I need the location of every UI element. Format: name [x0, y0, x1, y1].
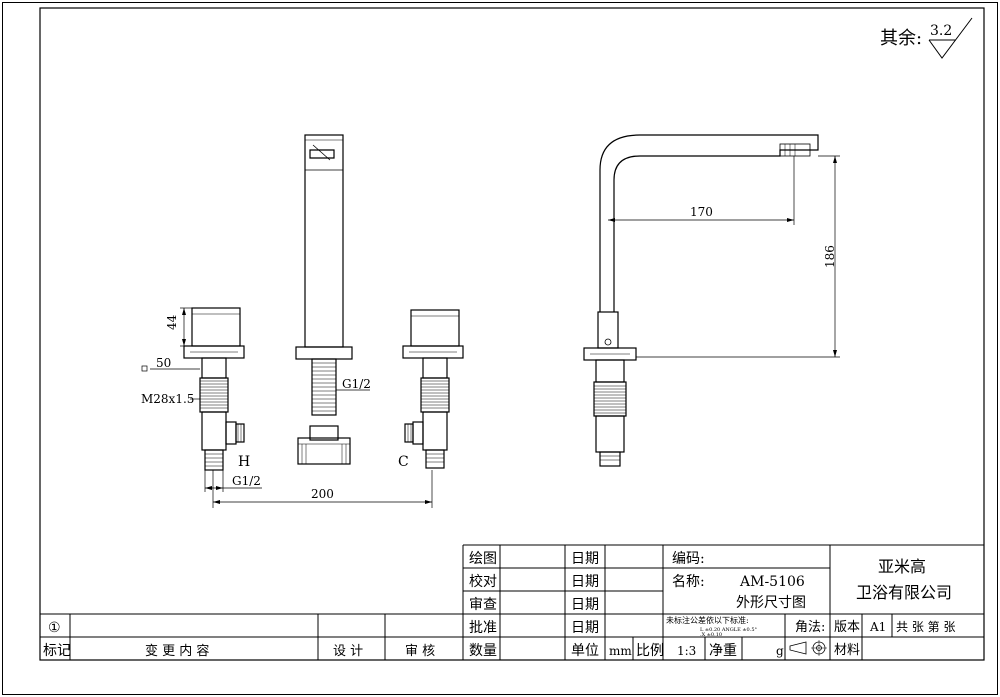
tb-audit: 审 核: [405, 644, 435, 659]
roughness-value: 3.2: [930, 23, 952, 39]
spout-side-threads: [594, 385, 626, 461]
tb-weight-unit: g: [776, 644, 784, 658]
drawing-frame: [39, 7, 985, 661]
tb-date-1: 日期: [571, 551, 599, 567]
spout-side-view: [583, 134, 819, 467]
tb-change: 变 更 内 容: [145, 643, 209, 659]
tb-checked: 校对: [469, 573, 497, 590]
tb-tolerance-title: 未标注公差依以下标准:: [666, 615, 749, 625]
tb-revision-mark: ①: [48, 620, 61, 636]
dim-186: 186: [823, 245, 837, 268]
tb-unit: 单位: [571, 643, 599, 659]
projection-symbol: [789, 640, 827, 656]
tb-date-2: 日期: [571, 574, 599, 590]
center-spout-threads: [301, 362, 347, 464]
tb-material: 材料: [834, 643, 860, 658]
tb-unit-val: mm: [609, 644, 632, 658]
tb-company-2: 卫浴有限公司: [856, 583, 952, 602]
tb-design: 设 计: [333, 644, 363, 659]
tb-drawing-title: 外形尺寸图: [736, 595, 806, 611]
hot-handle: [183, 307, 245, 471]
dimension-lines: [141, 155, 840, 508]
title-block-grid: [40, 544, 984, 660]
dimension-arrows: [182, 156, 837, 504]
dim-170: 170: [690, 205, 713, 219]
dim-g12-left: G1/2: [232, 474, 261, 488]
tb-tolerance-row2: .X ±0.10: [700, 632, 722, 638]
tb-code: 编码:: [672, 551, 705, 567]
roughness-symbol: [928, 17, 973, 59]
dim-44: 44: [165, 314, 179, 330]
tb-version-val: A1: [869, 620, 886, 634]
roughness-label: 其余:: [880, 28, 922, 49]
cold-handle-threads: [407, 380, 449, 463]
hot-handle-threads: [200, 380, 242, 467]
tb-mark: 标记: [43, 643, 71, 659]
tb-angle: 角法:: [795, 620, 825, 635]
tb-date-4: 日期: [571, 620, 599, 636]
cold-handle: [402, 309, 464, 469]
tb-version: 版本: [834, 620, 860, 635]
tb-approved: 批准: [469, 620, 497, 636]
center-spout-front: [295, 134, 353, 465]
dim-50: 50: [156, 356, 171, 370]
tb-drawn: 绘图: [469, 551, 497, 567]
tb-qty: 数量: [469, 643, 497, 659]
label-cold: C: [398, 454, 409, 470]
dim-200: 200: [311, 487, 334, 501]
tb-name-label: 名称:: [672, 574, 705, 590]
tb-company-1: 亚米高: [878, 557, 926, 576]
tb-sheets: 共 张 第 张: [896, 620, 955, 634]
tb-reviewed: 审查: [469, 597, 497, 613]
tb-date-3: 日期: [571, 597, 599, 613]
tb-net-weight: 净重: [709, 643, 737, 659]
tb-scale: 比例: [636, 643, 664, 659]
tb-scale-val: 1:3: [677, 644, 696, 658]
tb-tolerance-row1: L ±0.20 ANGLE ±0.5°: [700, 627, 758, 633]
dim-m28: M28x1.5: [141, 392, 194, 406]
label-hot: H: [238, 454, 250, 470]
drawing-texts: 其余: 3.2 44 50 M28x1.5 G1/2 G1/2 200 170 …: [43, 23, 955, 659]
dim-g12-mid: G1/2: [342, 377, 371, 391]
tb-model: AM-5106: [739, 574, 805, 590]
